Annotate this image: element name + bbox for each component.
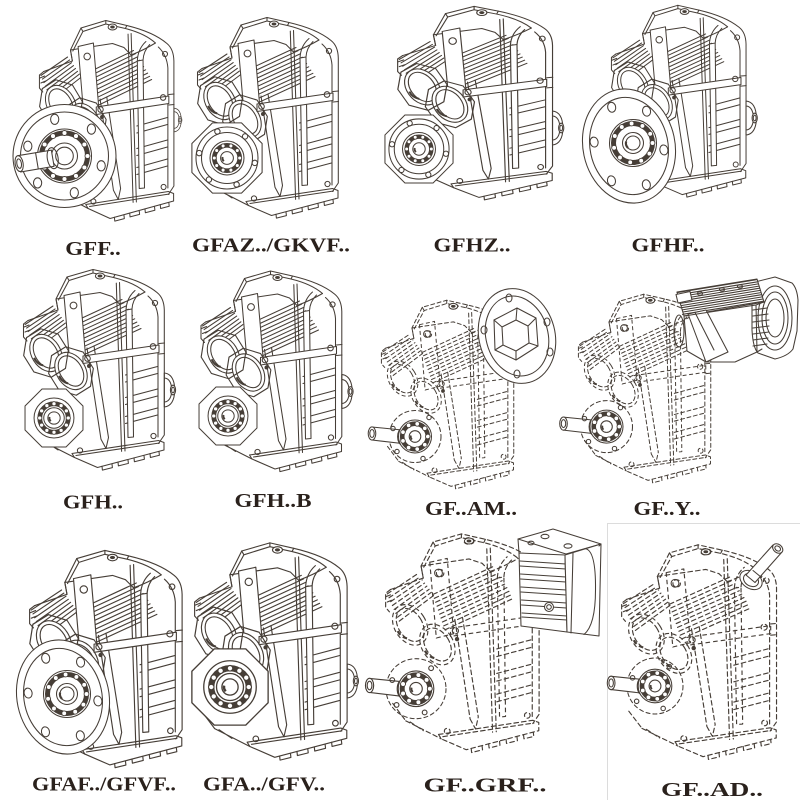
svg-text:GFF..: GFF.. [65, 239, 121, 260]
svg-text:GF..Y..: GF..Y.. [634, 499, 701, 520]
svg-text:GFH..B: GFH..B [235, 491, 312, 512]
svg-text:GFA../GFV..: GFA../GFV.. [203, 775, 325, 796]
svg-text:GFAF../GFVF..: GFAF../GFVF.. [32, 775, 176, 796]
svg-text:GFHZ..: GFHZ.. [434, 235, 511, 256]
svg-text:GFH..: GFH.. [63, 493, 123, 514]
svg-text:GF..AD..: GF..AD.. [661, 780, 763, 800]
svg-text:GF..AM..: GF..AM.. [425, 499, 517, 520]
svg-text:GFHF..: GFHF.. [632, 235, 705, 256]
svg-text:GF..GRF..: GF..GRF.. [424, 776, 547, 797]
svg-text:GFAZ../GKVF..: GFAZ../GKVF.. [192, 235, 350, 256]
